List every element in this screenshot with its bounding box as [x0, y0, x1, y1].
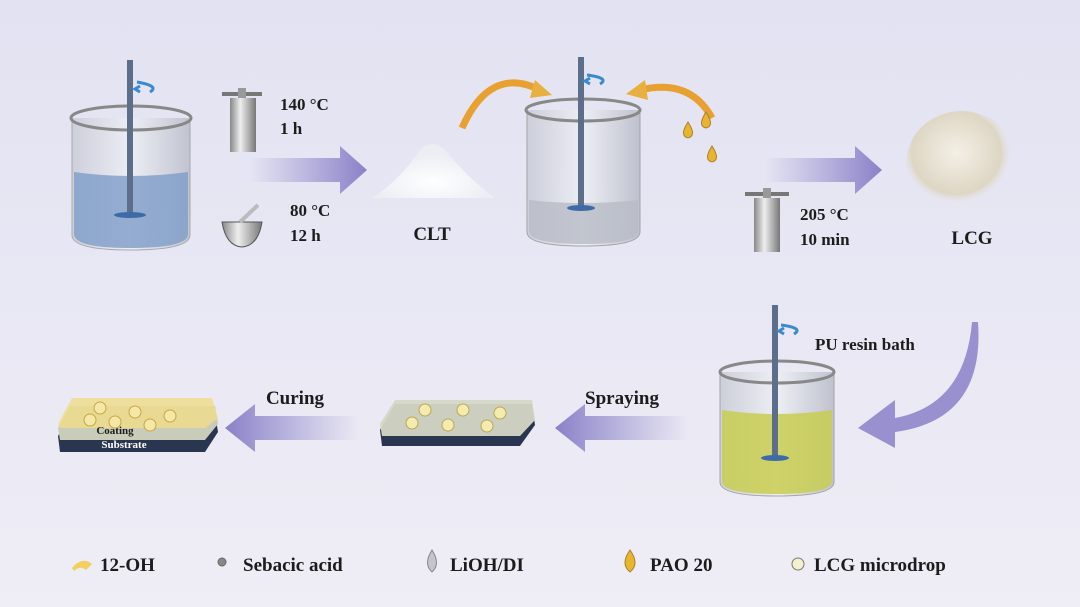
arrow-right-1 — [250, 146, 367, 194]
legend-12-oh: 12-OH — [100, 555, 155, 576]
gray-drop-icon — [427, 549, 437, 573]
legend: 12-OH Sebacic acid LiOH/DI PAO 20 LCG mi… — [72, 549, 946, 576]
yellow-flake-icon — [72, 560, 92, 571]
legend-lcg-microdrop: LCG microdrop — [814, 555, 946, 576]
arrow-left-spraying — [555, 404, 690, 452]
yellow-drop-icon — [624, 549, 636, 573]
legend-sebacic-acid: Sebacic acid — [243, 555, 343, 576]
orange-curved-arrow-2 — [639, 83, 716, 120]
rotation-icon — [132, 80, 155, 94]
autoclave-icon — [222, 88, 262, 152]
step1-time: 1 h — [280, 119, 303, 138]
legend-lioh-di: LiOH/DI — [450, 555, 524, 576]
beaker-pu-bath — [718, 305, 836, 497]
gray-sphere-icon — [217, 557, 227, 567]
microdrop-circle-icon — [791, 557, 805, 571]
clt-powder — [372, 144, 495, 198]
coated-substrate — [58, 398, 218, 452]
sprayed-substrate — [380, 400, 535, 446]
autoclave-icon-2 — [745, 188, 789, 252]
substrate-label: Substrate — [101, 439, 146, 451]
coating-label: Coating — [96, 425, 134, 437]
step2-temperature: 80 °C — [290, 201, 330, 220]
orange-curved-arrow-1 — [458, 79, 542, 130]
mortar-icon — [221, 203, 263, 248]
step2-time: 12 h — [290, 226, 321, 245]
lcg-gel — [906, 111, 1018, 215]
pu-resin-bath-label: PU resin bath — [815, 335, 915, 354]
curved-arrow-down — [858, 322, 979, 448]
step1-temperature: 140 °C — [280, 95, 329, 114]
lcg-label: LCG — [951, 228, 992, 249]
step3-temperature: 205 °C — [800, 205, 849, 224]
beaker-reactants — [69, 60, 193, 251]
step3-time: 10 min — [800, 230, 850, 249]
curing-label: Curing — [266, 388, 325, 409]
beaker-mixing — [524, 57, 642, 247]
legend-pao-20: PAO 20 — [650, 555, 712, 576]
pao-drops — [683, 111, 717, 163]
arrow-right-2 — [765, 146, 882, 194]
clt-label: CLT — [413, 224, 451, 245]
spraying-label: Spraying — [585, 388, 659, 409]
arrow-left-curing — [225, 404, 360, 452]
stirring-rod — [127, 60, 133, 215]
